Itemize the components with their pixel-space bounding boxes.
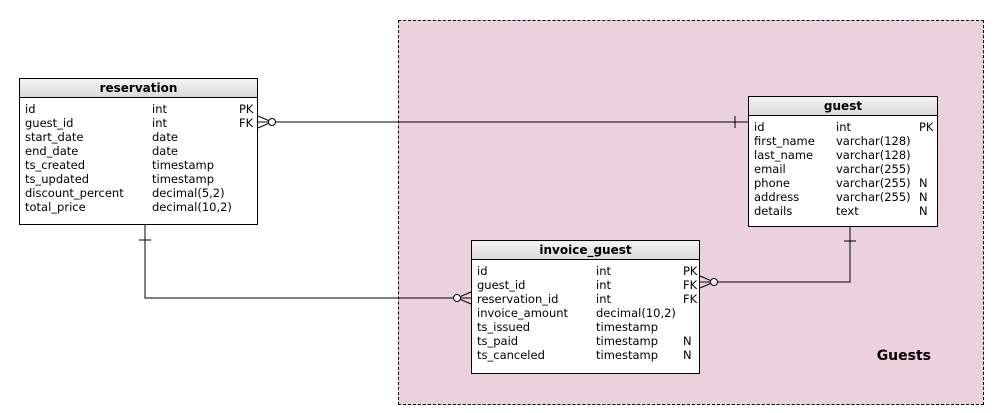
column-key: PK: [239, 102, 254, 116]
table-row[interactable]: last_name varchar(128): [749, 148, 937, 162]
table-row[interactable]: ts_created timestamp: [20, 158, 257, 172]
table-row[interactable]: discount_percent decimal(5,2): [20, 186, 257, 200]
column-field: id: [25, 102, 36, 116]
column-type: date: [152, 130, 178, 144]
table-row[interactable]: reservation_id int FK: [472, 292, 699, 306]
column-field: phone: [754, 176, 790, 190]
table-row[interactable]: ts_canceled timestamp N: [472, 348, 699, 362]
column-type: text: [836, 204, 859, 218]
column-field: last_name: [754, 148, 814, 162]
column-field: details: [754, 204, 793, 218]
table-title: guest: [749, 97, 937, 116]
column-type: timestamp: [596, 348, 659, 362]
column-field: ts_issued: [477, 320, 531, 334]
zero-marker-invoice-reservation: [453, 294, 461, 302]
column-type: decimal(10,2): [596, 306, 676, 320]
column-type: int: [836, 120, 851, 134]
column-key: N: [919, 176, 928, 190]
table-row[interactable]: start_date date: [20, 130, 257, 144]
table-row[interactable]: id int PK: [749, 120, 937, 134]
table-title: reservation: [20, 79, 257, 98]
column-type: varchar(255): [836, 176, 911, 190]
column-key: PK: [683, 264, 698, 278]
table-row[interactable]: id int PK: [472, 264, 699, 278]
table-row[interactable]: phone varchar(255) N: [749, 176, 937, 190]
column-type: varchar(255): [836, 162, 911, 176]
table-row[interactable]: details text N: [749, 204, 937, 218]
column-field: guest_id: [477, 278, 526, 292]
subject-area-label: Guests: [876, 348, 931, 364]
column-field: invoice_amount: [477, 306, 569, 320]
column-type: int: [596, 278, 611, 292]
column-key: N: [683, 348, 692, 362]
column-field: ts_canceled: [477, 348, 545, 362]
column-type: int: [152, 102, 167, 116]
column-type: int: [596, 292, 611, 306]
column-field: address: [754, 190, 800, 204]
column-type: timestamp: [596, 320, 659, 334]
column-type: date: [152, 144, 178, 158]
column-field: ts_paid: [477, 334, 519, 348]
table-title: invoice_guest: [472, 241, 699, 260]
column-key: N: [683, 334, 692, 348]
column-key: FK: [683, 292, 698, 306]
column-field: discount_percent: [25, 186, 124, 200]
column-key: N: [919, 204, 928, 218]
table-row[interactable]: ts_paid timestamp N: [472, 334, 699, 348]
column-key: FK: [683, 278, 698, 292]
table-row[interactable]: email varchar(255): [749, 162, 937, 176]
column-field: start_date: [25, 130, 84, 144]
relationship-invoice-guest: [700, 227, 851, 283]
column-field: reservation_id: [477, 292, 559, 306]
column-field: email: [754, 162, 786, 176]
column-type: int: [596, 264, 611, 278]
column-field: guest_id: [25, 116, 74, 130]
table-row[interactable]: invoice_amount decimal(10,2): [472, 306, 699, 320]
column-field: ts_updated: [25, 172, 90, 186]
table-row[interactable]: address varchar(255) N: [749, 190, 937, 204]
column-type: timestamp: [152, 172, 215, 186]
column-field: end_date: [25, 144, 79, 158]
table-row[interactable]: first_name varchar(128): [749, 134, 937, 148]
column-type: decimal(10,2): [152, 200, 232, 214]
column-type: int: [152, 116, 167, 130]
table-row[interactable]: guest_id int FK: [20, 116, 257, 130]
column-type: timestamp: [152, 158, 215, 172]
column-key: N: [919, 190, 928, 204]
table-row[interactable]: total_price decimal(10,2): [20, 200, 257, 214]
table-row[interactable]: ts_issued timestamp: [472, 320, 699, 334]
column-type: varchar(128): [836, 148, 911, 162]
column-field: id: [754, 120, 765, 134]
table-row[interactable]: guest_id int FK: [472, 278, 699, 292]
column-key: FK: [239, 116, 254, 130]
table-row[interactable]: id int PK: [20, 102, 257, 116]
column-field: total_price: [25, 200, 86, 214]
zero-marker-invoice-guest: [710, 278, 718, 286]
column-field: first_name: [754, 134, 815, 148]
column-type: decimal(5,2): [152, 186, 225, 200]
zero-marker-reservation-guest: [268, 118, 276, 126]
column-field: id: [477, 264, 488, 278]
column-type: varchar(255): [836, 190, 911, 204]
table-row[interactable]: end_date date: [20, 144, 257, 158]
column-field: ts_created: [25, 158, 86, 172]
column-type: timestamp: [596, 334, 659, 348]
column-key: PK: [919, 120, 934, 134]
table-row[interactable]: ts_updated timestamp: [20, 172, 257, 186]
column-type: varchar(128): [836, 134, 911, 148]
relationship-invoice-reservation: [144, 225, 471, 299]
